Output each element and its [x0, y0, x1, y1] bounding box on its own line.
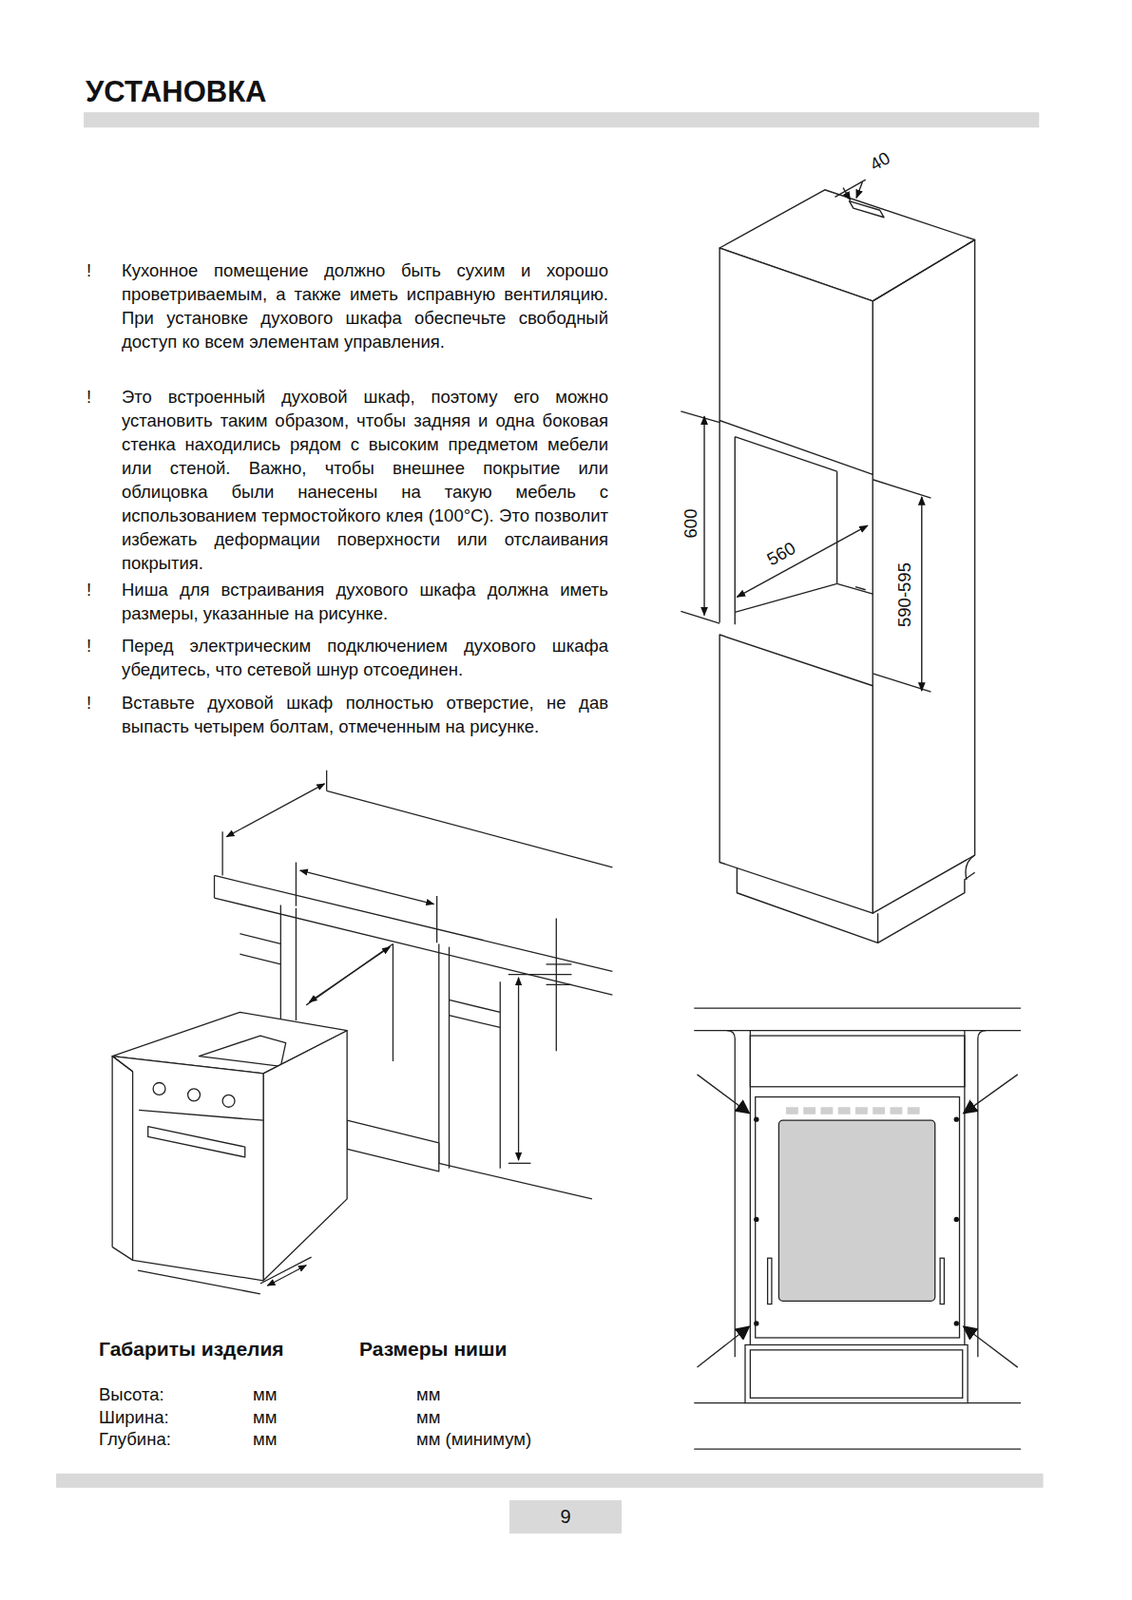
bullet-mark: !: [86, 384, 92, 409]
dimension-label: 590-595: [893, 562, 917, 628]
dimension-label: 600: [679, 509, 703, 539]
bullet-mark: !: [86, 690, 92, 715]
note-text: Ниша для встраивания духового шкафа долж…: [121, 577, 609, 626]
dimension-label: 40: [865, 146, 895, 176]
table-row-label: Глубина:: [98, 1429, 172, 1451]
bullet-mark: !: [86, 258, 92, 283]
table-heading: Размеры ниши: [359, 1337, 507, 1363]
table-unit: мм: [252, 1407, 277, 1429]
table-unit: мм (минимум): [416, 1429, 532, 1451]
note-text: Перед электрическим подключением духовог…: [121, 633, 609, 682]
table-unit: мм: [252, 1429, 277, 1451]
title-bar: [83, 112, 1039, 128]
table-row-label: Высота:: [98, 1384, 165, 1406]
table-unit: мм: [252, 1384, 277, 1406]
page-number-box: 9: [509, 1500, 622, 1535]
page-title: УСТАНОВКА: [85, 74, 267, 111]
table-unit: мм: [416, 1407, 441, 1429]
oven-niche-perspective: [112, 770, 613, 1295]
bullet-mark: !: [86, 633, 92, 658]
bullet-mark: !: [86, 577, 92, 602]
note-text: Кухонное помещение должно быть сухим и х…: [121, 258, 609, 354]
table-heading: Габариты изделия: [98, 1337, 285, 1363]
oven-front-view: [693, 1008, 1021, 1450]
table-row-label: Ширина:: [98, 1407, 170, 1429]
note-text: Это встроенный духовой шкаф, поэтому его…: [121, 384, 609, 576]
note-text: Вставьте духовой шкаф полностью отверсти…: [121, 690, 609, 739]
page-number: 9: [509, 1500, 622, 1535]
table-unit: мм: [416, 1384, 441, 1406]
footer-bar: [56, 1474, 1044, 1489]
tall-cabinet: [680, 179, 975, 943]
